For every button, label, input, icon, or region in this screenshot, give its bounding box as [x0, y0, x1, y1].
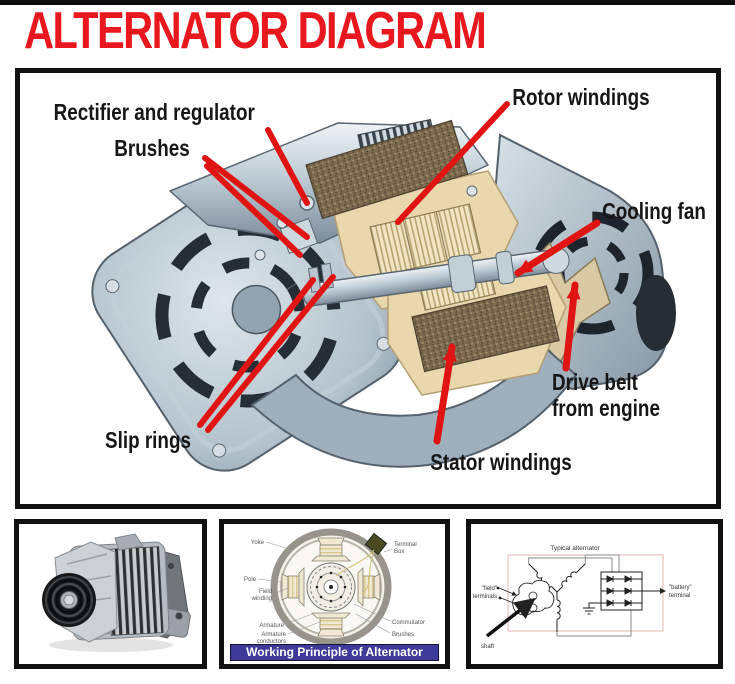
ground-symbol	[583, 602, 601, 615]
label-field-terminals-1: "field"	[482, 586, 497, 592]
label-pole: Pole	[244, 577, 257, 583]
label-brushes-small: Brushes	[392, 632, 414, 638]
leader-line-brushes-2	[204, 163, 303, 258]
diode-bridge	[600, 571, 643, 611]
label-drive-belt-line2: from engine	[552, 395, 660, 421]
terminal-box	[364, 532, 388, 556]
leader-line-stator-windings	[433, 343, 457, 445]
label-shaft: shaft	[481, 644, 494, 650]
label-armature-conductors-2: conductors	[257, 639, 286, 645]
principle-leader-lines	[257, 541, 393, 635]
label-drive-belt: Drive belt from engine	[552, 369, 660, 421]
working-principle-diagram: Yoke Pole Field winding Armature Armatur…	[244, 528, 425, 646]
label-rotor-windings: Rotor windings	[512, 84, 650, 110]
field-terminal-arrows	[496, 586, 522, 607]
label-armature: Armature	[259, 623, 284, 629]
lower-housing	[250, 343, 578, 468]
alternator-photo	[42, 533, 191, 652]
label-terminal-box-1: Terminal	[394, 542, 417, 548]
label-field-winding-2: winding	[251, 596, 272, 602]
label-terminal-box-2: Box	[394, 549, 404, 555]
label-field-winding-1: Field	[259, 589, 272, 595]
armature-core	[306, 562, 356, 612]
stator-winding-top	[305, 119, 469, 220]
label-rectifier-and-regulator: Rectifier and regulator	[53, 99, 255, 125]
working-principle-panel: Yoke Pole Field winding Armature Armatur…	[219, 519, 450, 669]
alternator-schematic: Typical alternator	[473, 545, 692, 650]
shaft	[302, 246, 570, 307]
leader-line-slip-rings-1	[197, 277, 316, 428]
leader-line-brushes-1	[202, 155, 310, 240]
phase-wires	[528, 554, 632, 637]
label-commutator: Commutator	[392, 620, 425, 626]
leader-line-slip-rings-2	[205, 274, 336, 433]
leader-line-rectifier	[265, 127, 310, 206]
shaft-symbol	[485, 597, 536, 638]
screw	[466, 185, 478, 197]
label-drive-belt-line1: Drive belt	[552, 369, 638, 395]
main-diagram-panel: Rectifier and regulator Brushes Rotor wi…	[15, 68, 721, 509]
pole-pieces	[281, 537, 381, 637]
leader-line-cooling-fan	[514, 219, 601, 277]
working-principle-banner: Working Principle of Alternator	[230, 644, 439, 661]
schematic-title: Typical alternator	[550, 545, 600, 552]
label-battery-terminal-1: "battery"	[669, 585, 692, 591]
label-cooling-fan: Cooling fan	[602, 198, 706, 224]
leader-lines	[197, 101, 601, 445]
label-brushes: Brushes	[114, 135, 190, 161]
alternator-cutaway-illustration	[91, 101, 676, 472]
label-stator-windings: Stator windings	[430, 449, 572, 475]
screw	[254, 249, 266, 261]
label-battery-terminal-2: terminal	[669, 593, 690, 599]
pulley	[42, 573, 96, 627]
page-title: ALTERNATOR DIAGRAM	[24, 2, 487, 60]
schematic-panel: Typical alternator	[466, 519, 723, 669]
top-black-bar	[0, 0, 735, 5]
leader-line-drive-belt	[562, 281, 581, 372]
label-field-terminals-2: terminals	[473, 594, 497, 600]
label-armature-conductors-1: Armature	[261, 632, 286, 638]
leader-line-rotor-windings	[395, 101, 510, 225]
label-yoke: Yoke	[251, 540, 265, 546]
alternator-photo-panel	[14, 519, 207, 669]
label-slip-rings: Slip rings	[105, 427, 191, 453]
